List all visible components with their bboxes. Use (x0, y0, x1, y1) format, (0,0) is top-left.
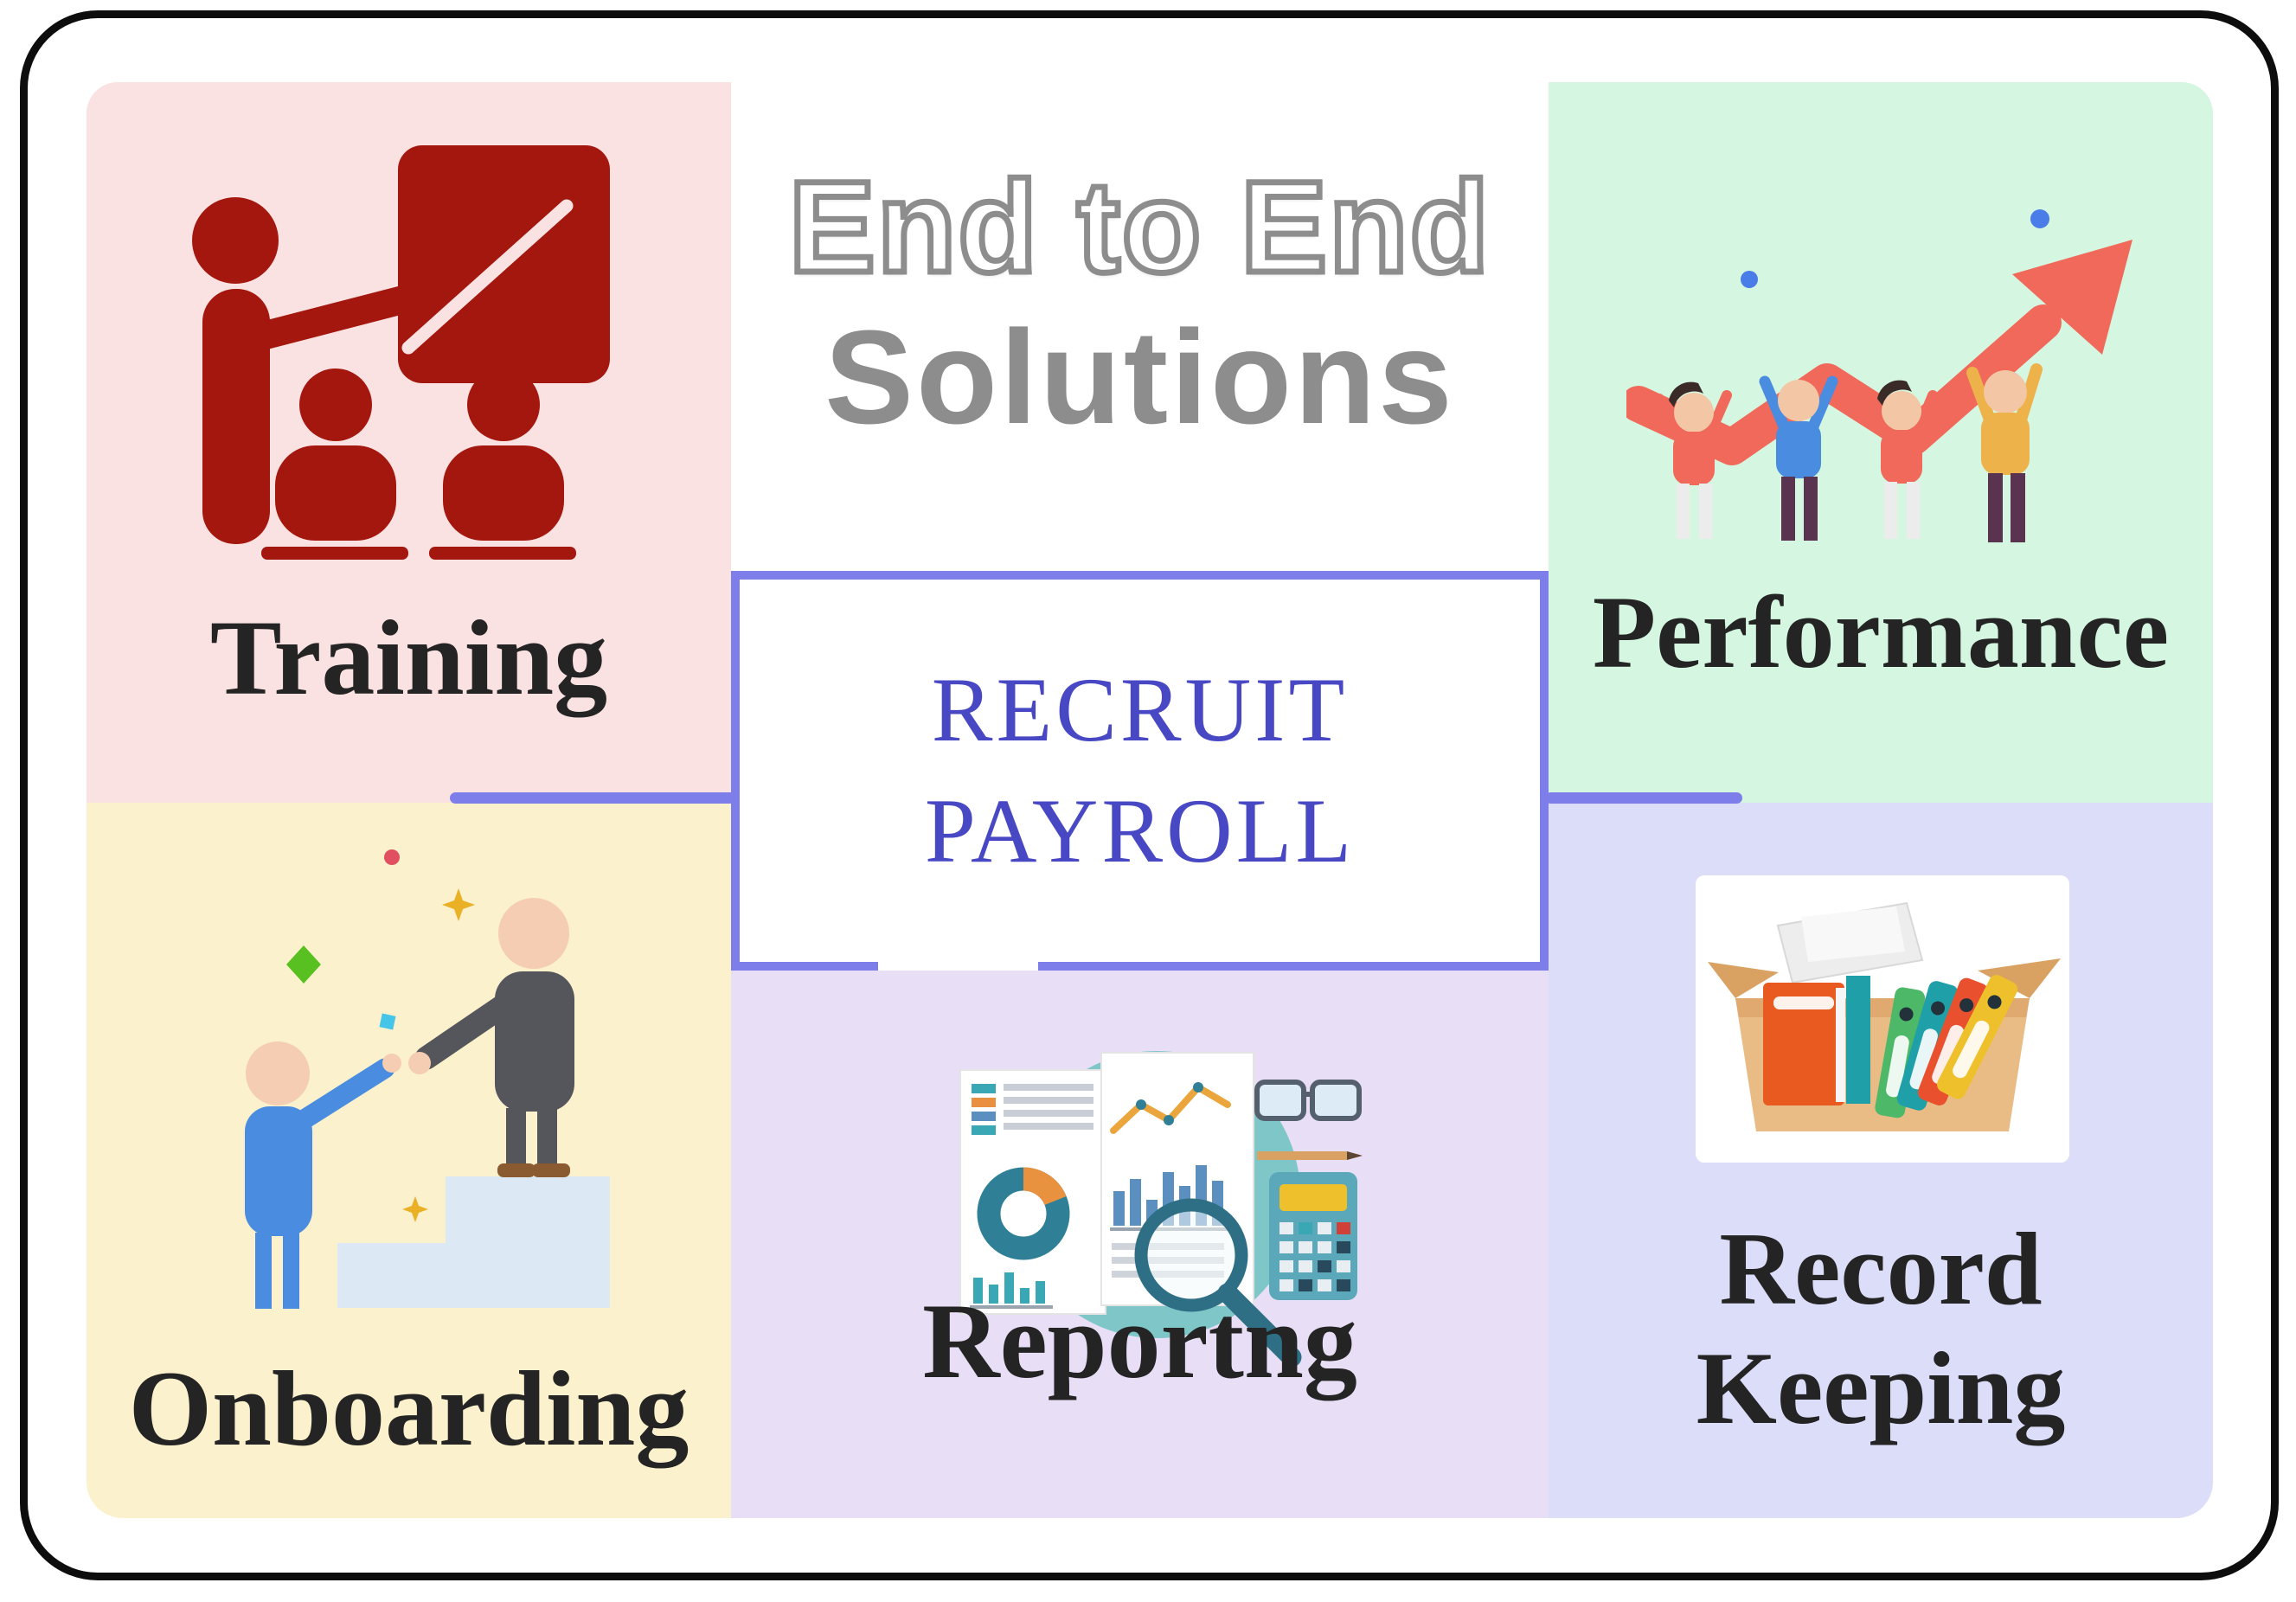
binder-green-shape (1875, 987, 1926, 1118)
training-label: Training (209, 599, 608, 717)
teacher-head-shape (192, 197, 279, 284)
confetti-star (402, 1196, 428, 1222)
performance-label: Performance (1592, 574, 2170, 689)
confetti-dot (384, 849, 400, 865)
stair-lower-shape (337, 1243, 610, 1308)
confetti-diamond (286, 945, 321, 984)
student2-desk-shape (429, 547, 576, 560)
mentor-gray-person (408, 898, 574, 1177)
calculator-shape (1269, 1172, 1357, 1300)
center-recruit-payroll-box: RECRUIT PAYROLL (731, 571, 1549, 971)
record-keeping-label: Record Keeping (1696, 1211, 2066, 1445)
header-line-solid: Solutions (824, 303, 1455, 452)
student1-body-shape (275, 445, 396, 541)
outer-frame-border (20, 10, 2279, 1580)
team-lifting-growth-arrow-illustration (1626, 209, 2132, 542)
person-coral-1 (1654, 381, 1732, 539)
handshake-on-stairs-illustration (245, 849, 610, 1309)
orange-book-shape (1763, 983, 1845, 1105)
center-box-line1: RECRUIT (931, 659, 1349, 761)
center-box-line2: PAYROLL (924, 780, 1356, 881)
confetti-star (442, 888, 475, 921)
box-flap-left-shape (1708, 962, 1779, 998)
growth-arrow-head-shape (2012, 240, 2132, 355)
student2-head-shape (467, 368, 540, 441)
training-classroom-icon (192, 145, 610, 560)
center-box-text: RECRUIT PAYROLL (925, 650, 1355, 892)
teal-book-shape (1846, 976, 1870, 1104)
analytics-documents-magnifier-illustration (959, 1051, 1363, 1368)
panel-performance (1549, 82, 2213, 803)
pencil-shape (1257, 1151, 1363, 1160)
confetti-dot (2030, 209, 2049, 228)
connector-line-left (450, 792, 735, 804)
student1-desk-shape (261, 547, 408, 560)
onboarding-label: Onboarding (128, 1349, 689, 1468)
header-line-outline: End to End (786, 154, 1492, 299)
binder-yellow-shape (1937, 975, 2018, 1099)
student1-head-shape (299, 368, 372, 441)
person-blue (1759, 375, 1838, 541)
center-box-border-gap (878, 962, 1038, 971)
reporting-label: Reportng (922, 1282, 1357, 1400)
box-flap-right-shape (1978, 958, 2061, 998)
teacher-arm-shape (234, 279, 434, 356)
binder-teal-shape (1896, 981, 1959, 1111)
magnifier-icon (1134, 1198, 1302, 1368)
connector-line-right (1545, 792, 1742, 804)
newcomer-blue-person (245, 1041, 401, 1309)
header-block: End to End Solutions (731, 82, 1549, 452)
binder-red-shape (1917, 977, 1989, 1105)
person-coral-2 (1865, 380, 1938, 539)
donut-chart-orange-segment (1023, 1167, 1067, 1206)
student2-body-shape (443, 445, 564, 541)
report-document-left (959, 1069, 1106, 1315)
archive-box-binders-illustration (1696, 875, 2069, 1163)
confetti-dot (1741, 271, 1758, 288)
loose-papers-shape (1801, 907, 1905, 962)
panel-onboarding (87, 803, 731, 1518)
pointer-stick-shape (401, 199, 574, 355)
confetti-square (379, 1013, 396, 1030)
person-yellow (1966, 363, 2043, 542)
eyeglasses-shape (1254, 1080, 1362, 1121)
